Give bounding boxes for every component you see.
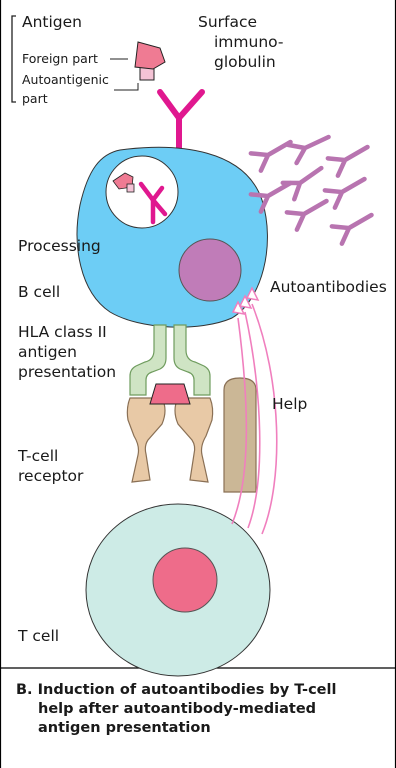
surface-label: Surface: [198, 12, 257, 32]
autoantigenic-part-leader: [114, 83, 138, 90]
autoantibody: [328, 138, 373, 175]
hla-class-ii-label: HLA class II: [18, 322, 107, 342]
caption-line-3: antigen presentation: [16, 719, 388, 738]
t-cell-receptor-label-1: T-cell: [18, 446, 58, 466]
autoantigenic-label: Autoantigenic: [22, 72, 109, 88]
foreign-part-shape: [135, 42, 165, 69]
surface-immunoglobulin: [160, 92, 202, 150]
b-cell-label: B cell: [18, 282, 60, 302]
globulin-label: globulin: [214, 52, 276, 72]
co-receptor-rod: [224, 378, 256, 492]
autoantibody: [332, 206, 377, 243]
presented-antigen-peptide: [150, 384, 190, 404]
autoantibody: [283, 160, 327, 199]
processing-vesicle: [106, 156, 178, 228]
immuno-label: immuno-: [214, 32, 284, 52]
t-cell-receptor-label-2: receptor: [18, 466, 83, 486]
help-label: Help: [272, 394, 307, 414]
antigen-presentation-label-2: presentation: [18, 362, 116, 382]
t-cell-label: T cell: [18, 626, 59, 646]
autoantibodies-group: [251, 128, 377, 244]
caption-line-1: Induction of autoantibodies by T-cell: [38, 682, 337, 698]
foreign-part-label: Foreign part: [22, 51, 98, 67]
figure-caption: B. Induction of autoantibodies by T-cell…: [16, 681, 388, 738]
antigen-presentation-label-1: antigen: [18, 342, 77, 362]
autoantigenic-part-label: part: [22, 91, 48, 107]
antigen-label: Antigen: [22, 12, 82, 32]
t-cell-nucleus: [153, 548, 217, 612]
t-cell-receptor: [127, 398, 212, 482]
caption-line-2: help after autoantibody-mediated: [16, 700, 388, 719]
autoantibody: [251, 133, 296, 170]
antigen-bracket: [12, 16, 16, 102]
autoantibodies-label: Autoantibodies: [270, 277, 387, 297]
b-cell-nucleus: [179, 239, 241, 301]
internalized-autoantigen: [127, 184, 134, 192]
caption-letter: B.: [16, 682, 33, 698]
processing-label: Processing: [18, 236, 101, 256]
autoantibody: [325, 170, 370, 207]
